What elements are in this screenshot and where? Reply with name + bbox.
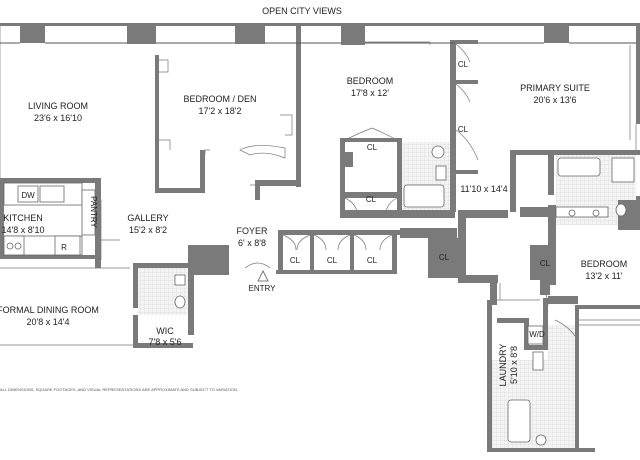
gallery-dims: 15'2 x 8'2 bbox=[129, 225, 167, 235]
living-room-dims: 23'6 x 16'10 bbox=[34, 113, 82, 123]
interior-lines bbox=[0, 26, 640, 346]
closet-label: CL bbox=[367, 143, 378, 152]
wic-name: WIC bbox=[156, 326, 174, 336]
laundry-bath bbox=[492, 325, 575, 448]
kitchen-fixtures bbox=[3, 182, 96, 256]
bedroom-mid-name: BEDROOM bbox=[347, 76, 394, 86]
wic-dims: 7'8 x 5'6 bbox=[149, 337, 182, 347]
bedroom-mid-dims: 17'8 x 12' bbox=[351, 88, 389, 98]
bedroom-den-dims: 17'2 x 18'2 bbox=[199, 106, 242, 116]
closet-label: CL bbox=[439, 253, 450, 262]
foyer-name: FOYER bbox=[236, 226, 268, 236]
bedroom-den-name: BEDROOM / DEN bbox=[183, 94, 256, 104]
dining-name: FORMAL DINING ROOM bbox=[0, 305, 99, 315]
views-label: OPEN CITY VIEWS bbox=[262, 6, 342, 16]
closet-label: CL bbox=[458, 125, 469, 134]
closet-label: CL bbox=[366, 195, 377, 204]
doors bbox=[244, 43, 576, 337]
bedroom-east-name: BEDROOM bbox=[581, 259, 628, 269]
washer-dryer-label: W/D bbox=[529, 330, 545, 339]
gallery-name: GALLERY bbox=[127, 213, 168, 223]
closet-label: CL bbox=[367, 256, 378, 265]
entry-label: ENTRY bbox=[249, 284, 277, 293]
powder-room bbox=[138, 268, 188, 315]
bedroom-east-dims: 13'2 x 11' bbox=[585, 271, 623, 281]
interior-walls bbox=[0, 25, 640, 350]
primary-suite-name: PRIMARY SUITE bbox=[520, 83, 590, 93]
exterior-walls bbox=[0, 23, 640, 452]
closet-labels: CL CL CL CL CL CL CL CL CL bbox=[290, 60, 551, 268]
kitchen-dims: 14'8 x 8'10 bbox=[2, 225, 45, 235]
refrigerator-label: R bbox=[61, 243, 67, 252]
closet-label: CL bbox=[458, 60, 469, 69]
primary-suite-dims: 20'6 x 13'6 bbox=[534, 95, 577, 105]
room-labels: LIVING ROOM 23'6 x 16'10 BEDROOM / DEN 1… bbox=[0, 76, 627, 386]
laundry-dims: 5'10 x 8'8 bbox=[509, 346, 519, 384]
entry-arrow-icon bbox=[257, 270, 269, 282]
closet-label: CL bbox=[540, 259, 551, 268]
dining-dims: 20'8 x 14'4 bbox=[27, 317, 70, 327]
living-room-name: LIVING ROOM bbox=[28, 101, 88, 111]
mid-bath bbox=[402, 142, 450, 210]
laundry-name: LAUNDRY bbox=[498, 344, 508, 387]
foyer-dims: 6' x 8'8 bbox=[238, 238, 266, 248]
primary-bath bbox=[555, 155, 636, 225]
dishwasher-label: DW bbox=[21, 191, 35, 200]
disclaimer-text: ALL DIMENSIONS, SQUARE FOOTAGES, AND VIS… bbox=[0, 387, 238, 392]
pantry-label: PANTRY bbox=[89, 196, 98, 228]
primary-dressing-dims: 11'10 x 14'4 bbox=[460, 184, 507, 194]
closet-label: CL bbox=[290, 256, 301, 265]
closet-label: CL bbox=[327, 256, 338, 265]
kitchen-name: KITCHEN bbox=[3, 213, 43, 223]
